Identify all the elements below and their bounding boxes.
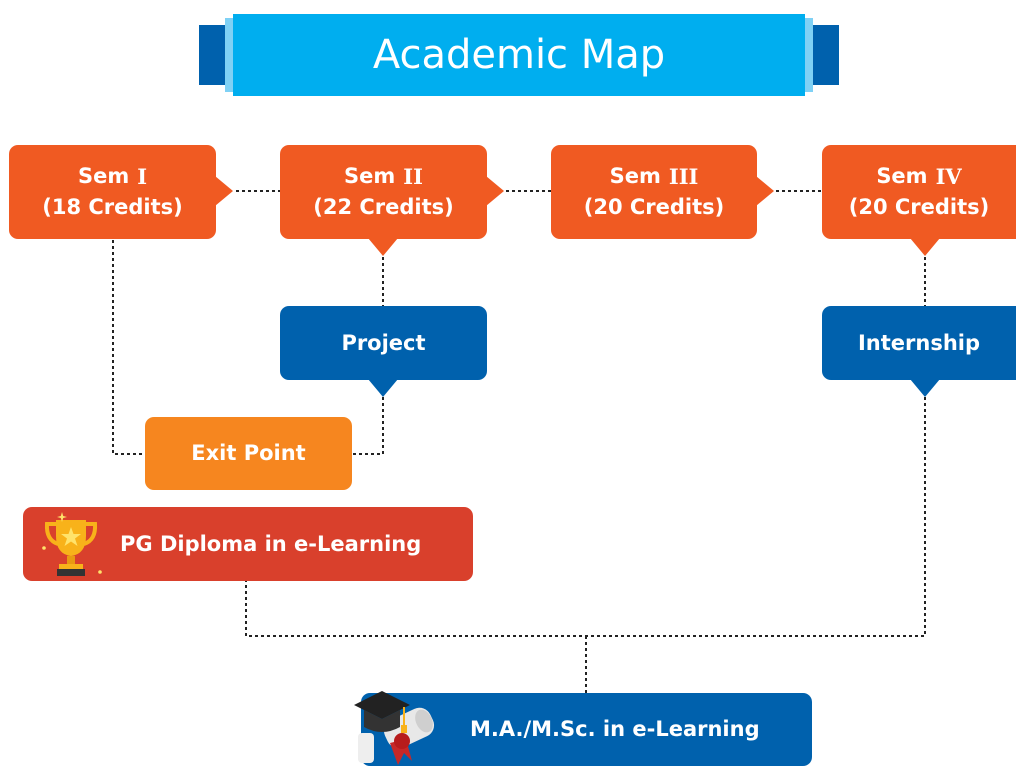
internship-pointer <box>910 379 940 397</box>
banner-edge-left <box>225 18 235 92</box>
banner-tab-left <box>199 25 225 85</box>
pg-diploma-node: PG Diploma in e-Learning <box>23 507 473 581</box>
project-label: Project <box>341 330 426 355</box>
sem-3-prefix: Sem <box>609 164 661 188</box>
sem-2-node: Sem II (22 Credits) <box>280 145 487 239</box>
sem-1-credits: (18 Credits) <box>42 195 183 219</box>
sem-4-credits: (20 Credits) <box>848 195 990 219</box>
internship-label: Internship <box>857 330 981 355</box>
sem-2-prefix: Sem <box>344 164 396 188</box>
exit-point-node: Exit Point <box>145 417 352 490</box>
internship-node: Internship <box>822 306 1016 380</box>
sem-4-node: Sem IV (20 Credits) <box>822 145 1016 239</box>
connector-sem1-exit <box>112 240 145 455</box>
pg-diploma-label: PG Diploma in e-Learning <box>120 531 422 556</box>
trophy-icon <box>42 512 102 576</box>
sem-3-numeral: III <box>668 164 699 189</box>
banner-edge-right <box>803 18 813 92</box>
sem-1-numeral: I <box>137 164 148 189</box>
sem-4-pointer-down <box>910 238 940 256</box>
title-banner: Academic Map <box>199 14 839 96</box>
sem-1-prefix: Sem <box>77 164 130 188</box>
sem-1-pointer <box>215 176 233 206</box>
sem-3-credits: (20 Credits) <box>583 195 725 219</box>
sem-3-pointer <box>756 176 774 206</box>
sem-4-prefix: Sem <box>876 164 928 188</box>
sem-4-numeral: IV <box>935 164 962 189</box>
sem-2-numeral: II <box>403 164 423 189</box>
page-title: Academic Map <box>372 32 666 78</box>
exit-point-label: Exit Point <box>191 441 306 465</box>
sem-2-pointer-right <box>486 176 504 206</box>
project-pointer <box>368 379 398 397</box>
banner-tab-right <box>813 25 839 85</box>
title-band: Academic Map <box>233 14 805 96</box>
degree-label: M.A./M.Sc. in e-Learning <box>470 717 760 741</box>
sem-1-node: Sem I (18 Credits) <box>9 145 216 239</box>
graduation-cap-icon <box>354 691 435 765</box>
project-node: Project <box>280 306 487 380</box>
degree-node: M.A./M.Sc. in e-Learning <box>361 693 812 766</box>
sem-3-node: Sem III (20 Credits) <box>551 145 757 239</box>
sem-2-credits: (22 Credits) <box>313 195 454 219</box>
connector-project-exit <box>352 397 384 455</box>
sem-2-pointer-down <box>368 238 398 256</box>
